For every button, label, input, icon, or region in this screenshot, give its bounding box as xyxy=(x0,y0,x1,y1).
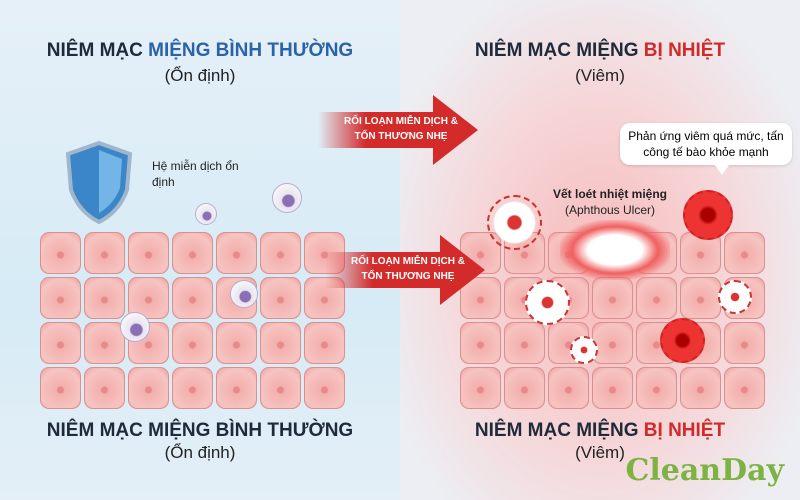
epithelial-cell xyxy=(636,277,677,319)
epithelial-cell xyxy=(260,367,301,409)
immune-cell xyxy=(120,312,150,342)
epithelial-cell xyxy=(724,232,765,274)
epithelial-cell xyxy=(128,367,169,409)
left-subtitle: (Ổn định) xyxy=(164,66,236,85)
epithelial-cell xyxy=(460,322,501,364)
healthy-cell-grid xyxy=(40,232,345,409)
epithelial-cell xyxy=(84,277,125,319)
epithelial-cell xyxy=(40,367,81,409)
immune-cell xyxy=(195,203,217,225)
epithelial-cell xyxy=(548,367,589,409)
epithelial-cell xyxy=(172,277,213,319)
epithelial-cell xyxy=(636,367,677,409)
left-title: NIÊM MẠC MIỆNG BÌNH THƯỜNG xyxy=(46,40,354,61)
epithelial-cell xyxy=(216,367,257,409)
epithelial-cell xyxy=(504,322,545,364)
red-immune-cell xyxy=(660,318,705,363)
epithelial-cell xyxy=(172,322,213,364)
white-immune-cell xyxy=(570,336,598,364)
red-immune-cell xyxy=(683,190,733,240)
inflammation-callout: Phản ứng viêm quá mức, tấn công tế bào k… xyxy=(620,123,792,175)
left-bottom-subtitle: (Ổn định) xyxy=(164,443,236,462)
epithelial-cell xyxy=(504,367,545,409)
transition-arrow: RỐI LOẠN MIỄN DỊCH & TỔN THƯƠNG NHẸ xyxy=(318,95,478,165)
immune-cell xyxy=(230,280,258,308)
epithelial-cell xyxy=(680,277,721,319)
brand-logo: CleanDay xyxy=(625,453,785,488)
right-subtitle: (Viêm) xyxy=(575,66,625,85)
epithelial-cell xyxy=(592,367,633,409)
epithelial-cell xyxy=(40,322,81,364)
white-immune-cell xyxy=(525,280,570,325)
right-bottom-title: NIÊM MẠC MIỆNG BỊ NHIỆT xyxy=(474,420,726,441)
epithelial-cell xyxy=(216,322,257,364)
epithelial-cell xyxy=(260,277,301,319)
shield-label: Hệ miễn dịch ổn định xyxy=(152,159,239,189)
epithelial-cell xyxy=(84,232,125,274)
transition-arrow: RỐI LOẠN MIỄN DỊCH & TỔN THƯƠNG NHẸ xyxy=(325,235,485,305)
epithelial-cell xyxy=(592,322,633,364)
right-title: NIÊM MẠC MIỆNG BỊ NHIỆT xyxy=(474,40,726,61)
epithelial-cell xyxy=(260,232,301,274)
epithelial-cell xyxy=(724,367,765,409)
epithelial-cell xyxy=(172,367,213,409)
epithelial-cell xyxy=(84,367,125,409)
epithelial-cell xyxy=(40,277,81,319)
immune-cell xyxy=(272,183,302,213)
epithelial-cell xyxy=(724,322,765,364)
epithelial-cell xyxy=(460,367,501,409)
ulcer xyxy=(560,220,670,280)
epithelial-cell xyxy=(592,277,633,319)
epithelial-cell xyxy=(40,232,81,274)
white-immune-cell xyxy=(487,195,542,250)
epithelial-cell xyxy=(128,232,169,274)
white-immune-cell xyxy=(718,280,752,314)
left-bottom-title: NIÊM MẠC MIỆNG BÌNH THƯỜNG xyxy=(46,420,354,441)
ulcer-label: Vết loét nhiệt miệng(Aphthous Ulcer) xyxy=(552,187,667,217)
shield-icon xyxy=(65,140,133,225)
epithelial-cell xyxy=(84,322,125,364)
epithelial-cell xyxy=(216,232,257,274)
right-bottom-subtitle: (Viêm) xyxy=(575,443,625,462)
epithelial-cell xyxy=(304,322,345,364)
epithelial-cell xyxy=(260,322,301,364)
epithelial-cell xyxy=(680,367,721,409)
epithelial-cell xyxy=(172,232,213,274)
epithelial-cell xyxy=(304,367,345,409)
